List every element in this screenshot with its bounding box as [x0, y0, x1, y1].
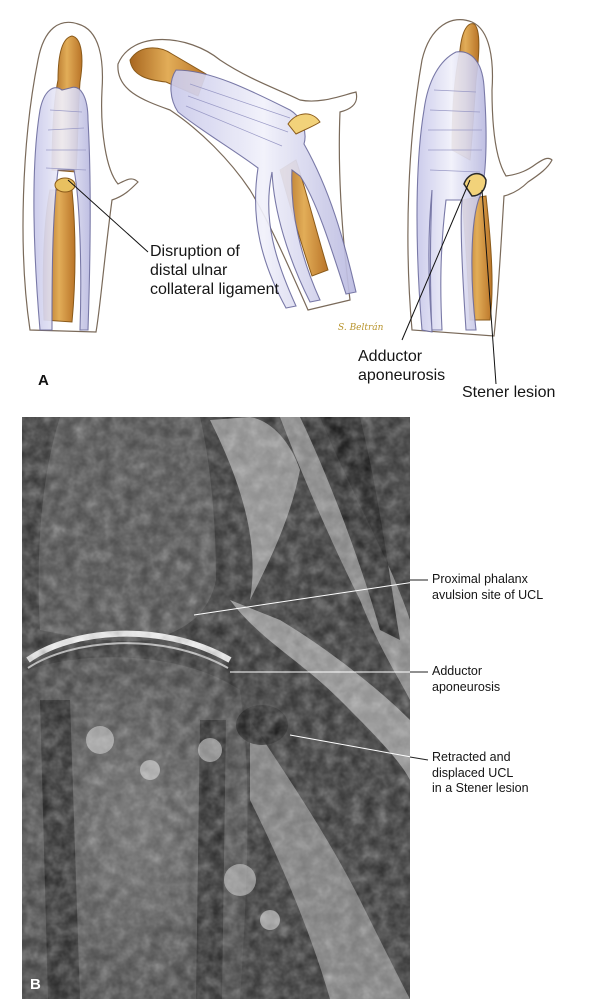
panel-letter-a: A	[38, 372, 49, 389]
retracted-leader-line	[289, 734, 429, 761]
proximal-label-line-2: avulsion site of UCL	[432, 587, 544, 602]
stener-label: Stener lesion	[462, 384, 556, 401]
retracted-label-line-1: Retracted and	[432, 750, 511, 764]
thumb-illustration-right	[401, 19, 553, 385]
artist-signature: S. Beltrán	[338, 323, 384, 333]
adductor-label-b-line-2: aponeurosis	[432, 679, 501, 694]
disruption-label: Disruption of distal ulnar collateral li…	[150, 243, 279, 300]
adductor-label-b: Adductor aponeurosis	[432, 664, 500, 695]
adductor-label-a: Adductor aponeurosis	[358, 348, 445, 386]
adductor-leader-line-a	[401, 179, 471, 341]
disruption-label-line-3: collateral ligament	[150, 280, 279, 298]
retracted-label: Retracted and displaced UCL in a Stener …	[432, 750, 529, 797]
adductor-label-a-line-2: aponeurosis	[358, 366, 446, 384]
proximal-leader-line	[193, 579, 429, 616]
adductor-label-b-line-1: Adductor	[432, 664, 483, 678]
retracted-label-line-2: displaced UCL	[432, 765, 514, 780]
retracted-label-line-3: in a Stener lesion	[432, 781, 529, 796]
stener-leader-line	[481, 189, 497, 385]
thumb-illustration-middle	[117, 38, 358, 311]
disruption-label-line-2: distal ulnar	[150, 261, 228, 279]
panel-letter-b: B	[30, 976, 41, 993]
disruption-label-line-1: Disruption of	[150, 243, 240, 260]
disruption-leader-line	[67, 179, 149, 253]
adductor-label-a-line-1: Adductor	[358, 348, 423, 365]
proximal-label: Proximal phalanx avulsion site of UCL	[432, 572, 543, 603]
thumb-illustration-left	[22, 21, 149, 333]
proximal-label-line-1: Proximal phalanx	[432, 572, 528, 586]
mri-image	[22, 417, 429, 999]
